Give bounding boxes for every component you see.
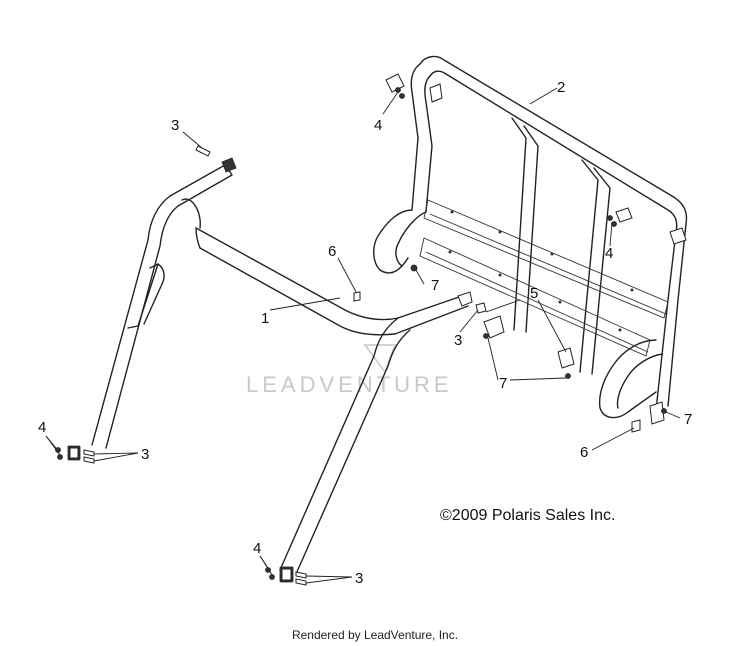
leader-7d xyxy=(665,411,681,419)
callout-4-bottom-right: 4 xyxy=(253,540,261,557)
front-cab-frame xyxy=(67,157,473,583)
leader-2 xyxy=(529,87,558,105)
leader-4b xyxy=(609,221,613,247)
leader-7a xyxy=(415,269,425,285)
callout-4-right: 4 xyxy=(605,245,613,262)
leader-3b xyxy=(459,309,479,333)
hardware xyxy=(55,87,667,586)
callout-3-center: 3 xyxy=(454,332,462,349)
rear-cab-frame xyxy=(373,55,688,425)
leader-3d xyxy=(305,575,353,578)
leader-3c xyxy=(93,452,139,455)
render-credit: Rendered by LeadVenture, Inc. xyxy=(291,628,459,642)
leader-5a xyxy=(485,299,521,313)
leader-7c xyxy=(509,377,567,381)
callout-1: 1 xyxy=(261,310,269,327)
leader-4d2 xyxy=(259,555,273,576)
leader-4c2 xyxy=(45,435,61,456)
callout-2: 2 xyxy=(557,79,565,96)
copyright-notice: ©2009 Polaris Sales Inc. xyxy=(440,507,616,524)
callout-3-top: 3 xyxy=(171,117,179,134)
callout-3-bottom-right: 3 xyxy=(355,570,363,587)
leader-5b xyxy=(537,299,567,353)
watermark-text: LEADVENTURE xyxy=(246,372,453,397)
leader-3d2 xyxy=(305,576,353,584)
leader-6b xyxy=(591,427,635,451)
leader-3c2 xyxy=(93,452,139,462)
callout-7-left: 7 xyxy=(431,277,439,294)
callout-7-right: 7 xyxy=(684,411,692,428)
callout-4-bottom-left: 4 xyxy=(38,419,46,436)
callout-6-right: 6 xyxy=(580,444,588,461)
leader-3a xyxy=(182,131,203,149)
leader-6a xyxy=(337,257,357,293)
callout-5: 5 xyxy=(530,285,538,302)
leader-lines xyxy=(45,87,681,584)
callout-3-bottom-left: 3 xyxy=(141,446,149,463)
leader-4a xyxy=(382,91,399,115)
callouts: 1 2 3 3 3 3 4 4 4 4 5 6 6 7 7 7 xyxy=(38,79,692,587)
callout-6-left: 6 xyxy=(328,243,336,260)
callout-7-center: 7 xyxy=(499,375,507,392)
leader-7b xyxy=(487,337,499,381)
callout-4-top: 4 xyxy=(374,117,382,134)
leader-1 xyxy=(269,297,341,311)
